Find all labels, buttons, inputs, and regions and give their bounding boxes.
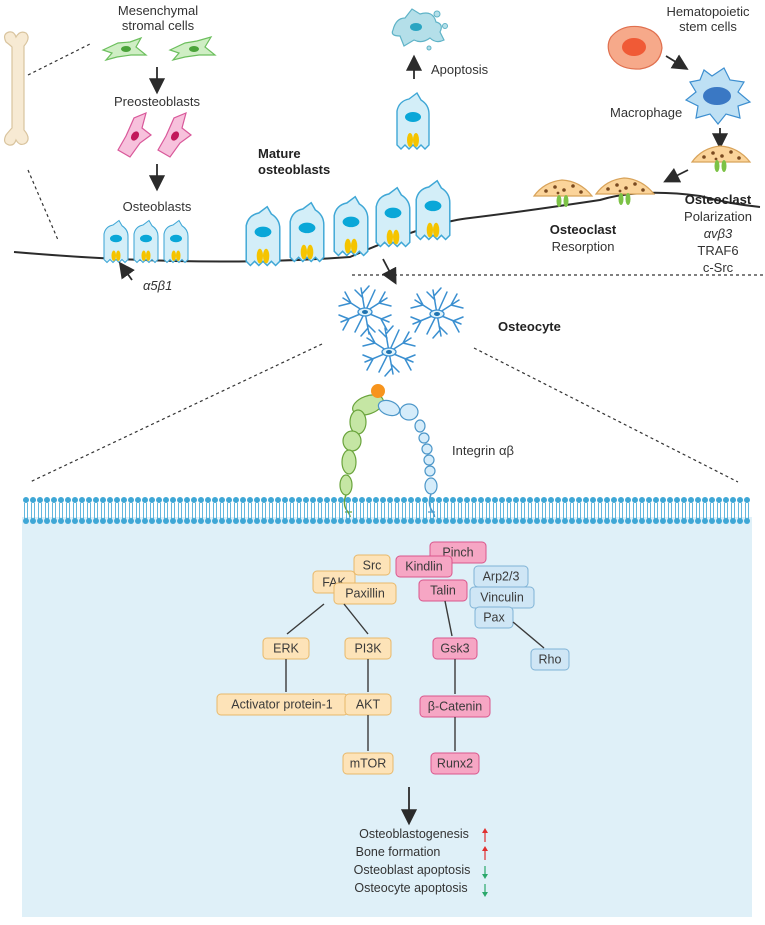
box-runx2: Runx2 (430, 752, 480, 775)
svg-text:TRAF6: TRAF6 (697, 243, 738, 258)
down-arrow-icon (482, 866, 488, 879)
box-gsk3: Gsk3 (432, 637, 478, 660)
svg-text:β-Catenin: β-Catenin (428, 700, 482, 714)
svg-text:αvβ3: αvβ3 (704, 226, 733, 241)
down-arrow-icon (482, 884, 488, 897)
outcome-osteocyte-apoptosis: Osteocyte apoptosis (354, 881, 488, 897)
svg-text:Rho: Rho (539, 653, 562, 667)
svg-text:Paxillin: Paxillin (345, 587, 385, 601)
svg-text:Activator protein-1: Activator protein-1 (231, 698, 332, 712)
outcome-osteoblastogenesis: Osteoblastogenesis (359, 827, 488, 842)
svg-text:stem cells: stem cells (679, 19, 737, 34)
svg-text:Mature: Mature (258, 146, 301, 161)
svg-text:Src: Src (363, 559, 382, 573)
svg-text:Mesenchymal: Mesenchymal (118, 3, 198, 18)
box-pax: Pax (474, 606, 514, 629)
osteoblasts-label: Osteoblasts (123, 199, 192, 214)
mesenchymal-cells (101, 36, 217, 62)
arrow-to-osteocyte (381, 258, 397, 285)
integrin-label: Integrin αβ (452, 443, 514, 458)
svg-text:mTOR: mTOR (350, 757, 387, 771)
outcomes-list: Osteoblastogenesis Bone formation Osteob… (354, 827, 488, 897)
integrin-a5b1-arrow (118, 261, 135, 281)
up-arrow-icon (482, 828, 488, 842)
box-arp23: Arp2/3 (473, 565, 529, 588)
svg-text:Osteoblastogenesis: Osteoblastogenesis (359, 827, 469, 841)
osteoblast-cells-small (103, 219, 189, 264)
svg-text:Bone formation: Bone formation (356, 845, 441, 859)
msc-label: Mesenchymal stromal cells (118, 3, 198, 33)
svg-text:ERK: ERK (273, 642, 299, 656)
zoom-line-right (473, 347, 739, 483)
svg-text:osteoblasts: osteoblasts (258, 162, 330, 177)
svg-text:c-Src: c-Src (703, 260, 734, 275)
mature-osteoblasts-label: Mature osteoblasts (258, 146, 330, 177)
svg-text:Resorption: Resorption (552, 239, 615, 254)
hsc-cell (607, 25, 663, 70)
preosteoblast-cells (117, 111, 192, 158)
box-vinculin: Vinculin (469, 586, 535, 609)
svg-text:Osteoblast apoptosis: Osteoblast apoptosis (354, 863, 471, 877)
svg-text:Kindlin: Kindlin (405, 560, 443, 574)
box-akt: AKT (344, 693, 392, 716)
box-rho: Rho (530, 648, 570, 671)
apoptotic-cell (391, 8, 448, 51)
svg-text:Talin: Talin (430, 584, 456, 598)
zoom-line-lower (27, 169, 59, 241)
zoom-line-left (29, 343, 323, 483)
integrin-beta-subunit (377, 399, 438, 553)
svg-text:PI3K: PI3K (354, 642, 382, 656)
zoom-line-upper (27, 43, 91, 76)
osteoclast-cells (532, 145, 752, 207)
bone-icon (3, 31, 29, 146)
mature-osteoblast-cells (245, 179, 451, 267)
osteoblast-cell-apoptosis-precursor (396, 92, 430, 150)
cell-membrane (23, 497, 750, 524)
svg-text:Pax: Pax (483, 611, 505, 625)
box-mtor: mTOR (342, 752, 394, 775)
svg-text:Osteoclast: Osteoclast (685, 192, 752, 207)
osteocyte-cells (338, 285, 464, 377)
svg-text:Vinculin: Vinculin (480, 591, 524, 605)
svg-text:AKT: AKT (356, 698, 381, 712)
osteoclast-features: Osteoclast Polarization αvβ3 TRAF6 c-Src (684, 192, 752, 275)
box-erk: ERK (262, 637, 310, 660)
a5b1-label: α5β1 (143, 278, 172, 293)
osteocyte-label: Osteocyte (498, 319, 561, 334)
preosteoblasts-label: Preosteoblasts (114, 94, 200, 109)
box-kindlin: Kindlin (395, 555, 453, 578)
svg-text:Osteoclast: Osteoclast (550, 222, 617, 237)
outcome-bone-formation: Bone formation (356, 845, 488, 860)
svg-text:Hematopoietic: Hematopoietic (666, 4, 750, 19)
box-talin: Talin (418, 579, 468, 602)
ligand-dot (371, 384, 385, 398)
arrow-to-resorbing-osteoclasts (663, 167, 689, 183)
svg-text:Pinch: Pinch (442, 546, 473, 560)
up-arrow-icon (482, 846, 488, 860)
svg-text:Polarization: Polarization (684, 209, 752, 224)
osteoclast-resorption-label: Osteoclast Resorption (550, 222, 617, 254)
svg-text:Osteocyte apoptosis: Osteocyte apoptosis (354, 881, 467, 895)
bone-surface-line (13, 191, 761, 263)
svg-text:Arp2/3: Arp2/3 (483, 570, 520, 584)
svg-text:stromal cells: stromal cells (122, 18, 195, 33)
apoptosis-label: Apoptosis (431, 62, 489, 77)
arrow-hsc-to-macrophage (665, 54, 689, 70)
macrophage-cell (684, 67, 752, 125)
box-pi3k: PI3K (344, 637, 392, 660)
svg-text:Gsk3: Gsk3 (440, 642, 469, 656)
box-activator-protein-1: Activator protein-1 (216, 693, 349, 716)
box-src: Src (353, 554, 391, 576)
svg-text:Runx2: Runx2 (437, 757, 473, 771)
outcome-osteoblast-apoptosis: Osteoblast apoptosis (354, 863, 488, 879)
box-paxillin: Paxillin (333, 582, 397, 605)
macrophage-label: Macrophage (610, 105, 682, 120)
box-beta-catenin: β-Catenin (419, 695, 491, 718)
hsc-label: Hematopoietic stem cells (666, 4, 750, 34)
pathway-boxes: Src FAK Paxillin ERK PI3K Activator prot… (216, 541, 570, 775)
